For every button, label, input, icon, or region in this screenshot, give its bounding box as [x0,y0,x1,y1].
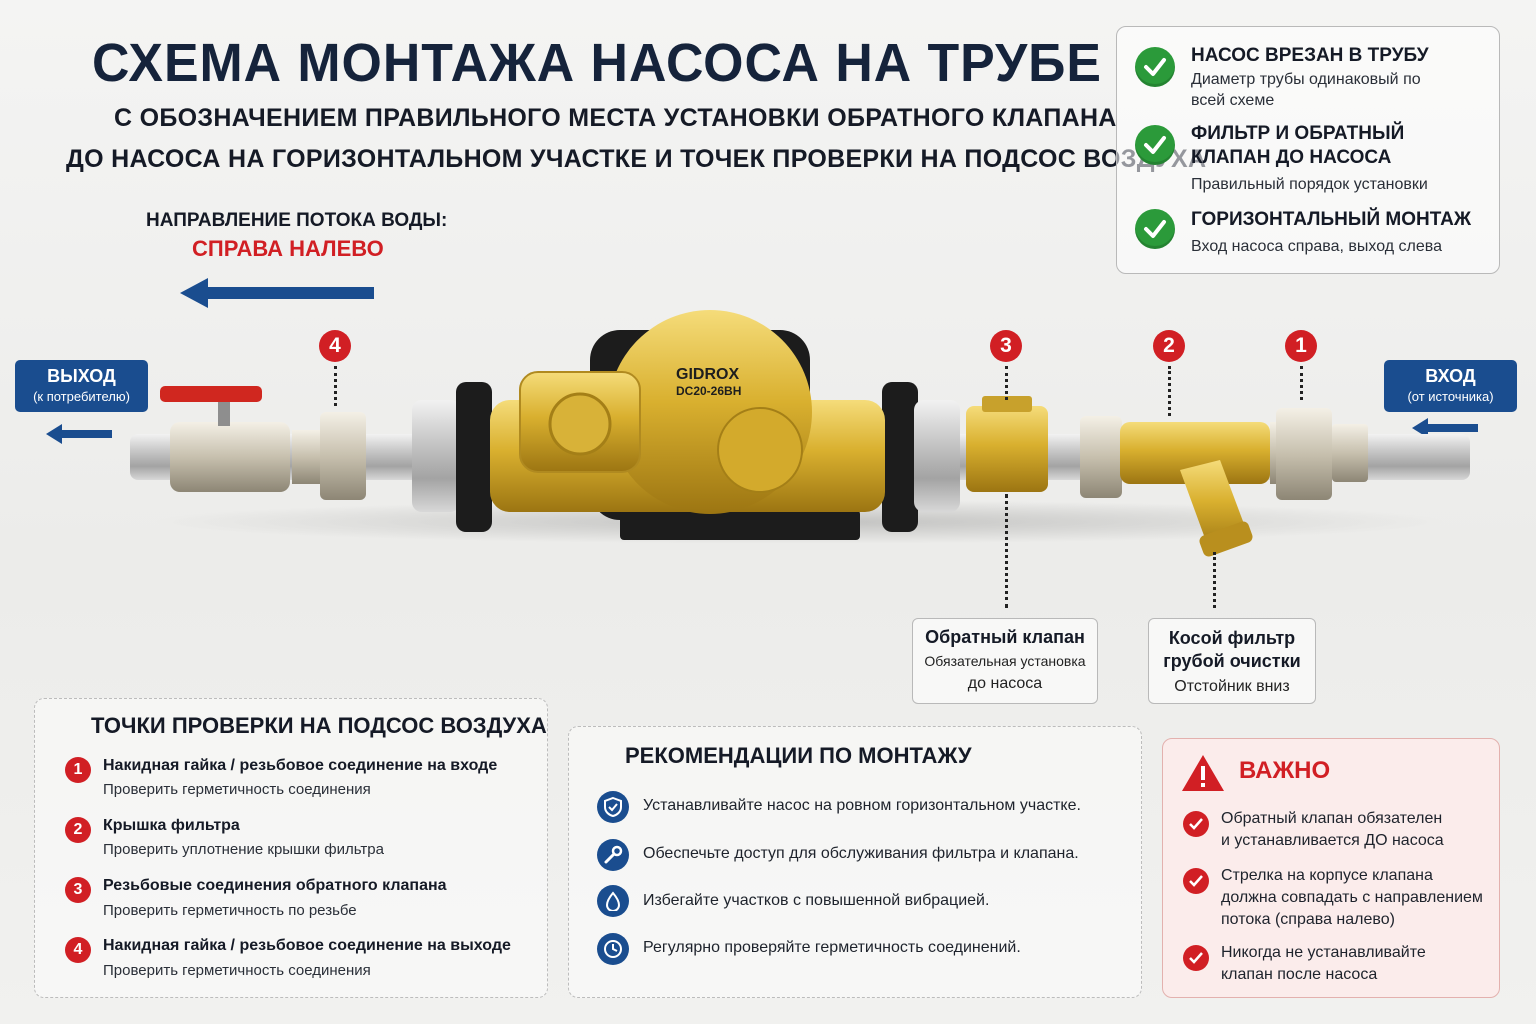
marker-1: 1 [1285,330,1317,362]
flow-direction-value: СПРАВА НАЛЕВО [192,236,384,261]
important-item: Стрелка на корпусе клапана должна совпад… [1221,867,1483,928]
subtitle-line-1: С ОБОЗНАЧЕНИЕМ ПРАВИЛЬНОГО МЕСТА УСТАНОВ… [114,104,1117,132]
outlet-label-box: ВЫХОД (к потребителю) [15,360,148,412]
flow-arrow-icon [180,278,374,308]
air-check-panel: ТОЧКИ ПРОВЕРКИ НА ПОДСОС ВОЗДУХА 1 Накид… [34,698,548,998]
checklist-item-text: Диаметр трубы одинаковый по всей схеме [1191,71,1421,109]
vibration-icon [597,885,629,917]
recommendation-text: Избегайте участков с повышенной вибрацие… [643,892,990,909]
pump-brand: GIDROX [676,366,740,383]
filter-callout: Косой фильтр грубой очистки Отстойник вн… [1148,618,1316,704]
filter-callout-title: Косой фильтр грубой очистки [1163,628,1301,671]
pipeline-diagram [130,310,1470,557]
shield-check-icon [597,791,629,823]
air-point-number: 2 [65,817,91,843]
inlet-note: (от источника) [1407,389,1494,404]
air-point-text: Проверить герметичность по резьбе [103,902,357,919]
air-point-number: 4 [65,937,91,963]
important-item: Никогда не устанавливайте клапан после н… [1221,944,1426,983]
air-point-title: Крышка фильтра [103,817,240,834]
check-icon [1183,811,1209,837]
checklist-item-title: ГОРИЗОНТАЛЬНЫЙ МОНТАЖ [1191,209,1472,230]
marker-3: 3 [990,330,1022,362]
check-valve-callout-line2: до насоса [967,675,1043,692]
air-check-heading: ТОЧКИ ПРОВЕРКИ НА ПОДСОС ВОЗДУХА [91,713,547,738]
page-title: СХЕМА МОНТАЖА НАСОСА НА ТРУБЕ [92,33,1102,93]
recommendation-text: Обеспечьте доступ для обслуживания фильт… [643,845,1079,862]
ball-valve [160,386,290,492]
important-panel: ВАЖНО Обратный клапан обязателен и устан… [1162,738,1500,998]
inlet-arrow-icon [1412,418,1478,438]
outlet-note: (к потребителю) [33,389,130,404]
air-point-number: 3 [65,877,91,903]
recommendation-text: Регулярно проверяйте герметичность соеди… [643,939,1021,956]
check-circle-icon [1135,125,1175,165]
air-point-number: 1 [65,757,91,783]
check-valve [966,396,1048,492]
checklist-item-title: ФИЛЬТР И ОБРАТНЫЙ КЛАПАН ДО НАСОСА [1191,123,1405,168]
union-nut-outlet [292,412,366,500]
check-circle-icon [1135,209,1175,249]
air-point-title: Резьбовые соединения обратного клапана [103,877,447,894]
air-point-text: Проверить герметичность соединения [103,781,371,798]
pump-model: DC20-26BH [676,384,742,398]
air-point-text: Проверить герметичность соединения [103,962,371,979]
air-point-title: Накидная гайка / резьбовое соединение на… [103,937,511,954]
subtitle-line-2: ДО НАСОСА НА ГОРИЗОНТАЛЬНОМ УЧАСТКЕ И ТО… [66,145,1207,173]
filter-callout-line1: Отстойник вниз [1174,678,1290,695]
air-point-title: Накидная гайка / резьбовое соединение на… [103,757,498,774]
marker-2: 2 [1153,330,1185,362]
y-strainer [1120,422,1270,557]
check-valve-callout-title: Обратный клапан [925,627,1085,647]
pump [490,310,885,540]
checklist-item-text: Правильный порядок установки [1191,176,1428,193]
air-point-text: Проверить уплотнение крышки фильтра [103,841,384,858]
checklist-item-title: НАСОС ВРЕЗАН В ТРУБУ [1191,45,1429,66]
check-valve-callout: Обратный клапан Обязательная установка д… [912,618,1098,704]
checklist-item-text: Вход насоса справа, выход слева [1191,238,1442,255]
union-nut-inlet [1270,408,1368,500]
outlet-arrow-icon [46,424,112,444]
clock-icon [597,933,629,965]
marker-4: 4 [319,330,351,362]
check-circle-icon [1135,47,1175,87]
recommendations-heading: РЕКОМЕНДАЦИИ ПО МОНТАЖУ [625,743,972,768]
recommendation-text: Устанавливайте насос на ровном горизонта… [643,797,1081,814]
check-icon [1183,945,1209,971]
important-heading: ВАЖНО [1239,757,1331,784]
warning-icon [1182,755,1224,791]
inlet-label-box: ВХОД (от источника) [1384,360,1517,412]
wrench-icon [597,839,629,871]
inlet-label: ВХОД [1425,366,1476,386]
outlet-label: ВЫХОД [47,366,116,386]
flow-direction-label: НАПРАВЛЕНИЕ ПОТОКА ВОДЫ: [146,210,448,231]
important-item: Обратный клапан обязателен и устанавлива… [1221,810,1444,849]
recommendations-panel: РЕКОМЕНДАЦИИ ПО МОНТАЖУ Устанавливайте н… [568,726,1142,998]
check-icon [1183,868,1209,894]
check-valve-callout-line1: Обязательная установка [924,653,1086,669]
checklist-panel: НАСОС ВРЕЗАН В ТРУБУ Диаметр трубы одина… [1116,26,1500,274]
